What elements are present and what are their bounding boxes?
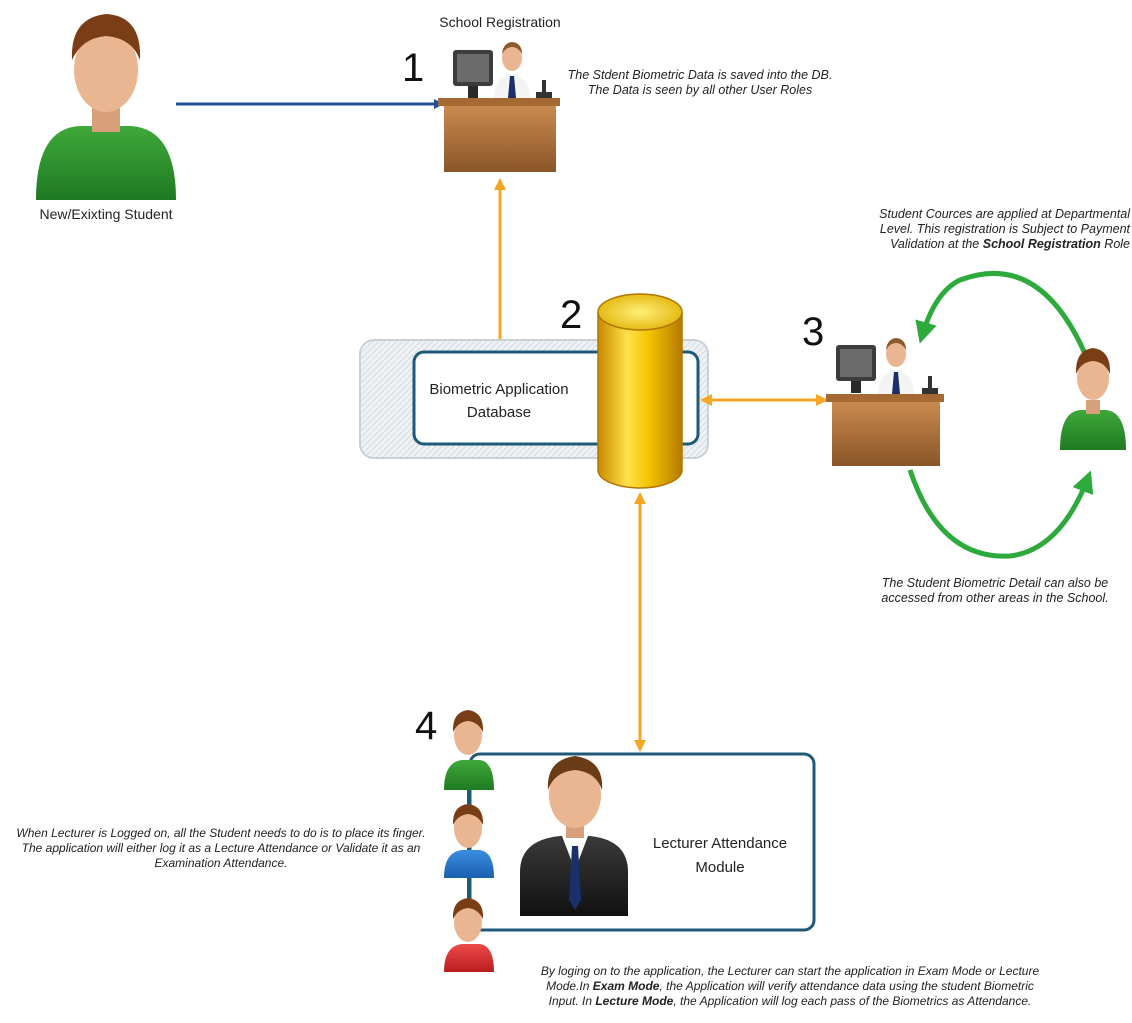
- registration-note-line-2: The Data is seen by all other User Roles: [587, 83, 813, 97]
- database-label-line-2: Database: [466, 404, 532, 421]
- access-note: The Student Biometric Detail can also be…: [860, 576, 1130, 606]
- student-green-figure: [444, 710, 494, 790]
- finger-note: When Lecturer is Logged on, all the Stud…: [4, 826, 438, 871]
- mode-note: By loging on to the application, the Lec…: [490, 964, 1090, 1009]
- department-note-line-2: Level. This registration is Subject to P…: [879, 222, 1130, 236]
- finger-note-line-1: When Lecturer is Logged on, all the Stud…: [16, 826, 426, 840]
- mode-note-line-3: Input. In Lecture Mode, the Application …: [548, 994, 1032, 1008]
- access-note-line-2: accessed from other areas in the School.: [881, 591, 1109, 605]
- department-desk: [826, 338, 944, 466]
- student-blue-figure: [444, 804, 494, 878]
- registration-note: The Stdent Biometric Data is saved into …: [540, 68, 860, 98]
- mode-note-line-1: By loging on to the application, the Lec…: [540, 964, 1040, 978]
- lecturer-module-label-line-2: Module: [695, 859, 745, 876]
- department-note-line-3: Validation at the School Registration Ro…: [890, 237, 1130, 251]
- department-note-line-1: Student Cources are applied at Departmen…: [879, 207, 1130, 221]
- student-figure: [36, 14, 176, 200]
- database-cylinder-icon: [597, 293, 683, 489]
- school-registration-desk: [438, 42, 560, 172]
- student-label: New/Exixting Student: [39, 206, 173, 222]
- cycle-arrow-bottom: [907, 469, 1094, 559]
- cycle-arrow-top: [915, 270, 1089, 357]
- finger-note-line-3: Examination Attendance.: [154, 856, 288, 870]
- mode-note-line-2: Mode.In Exam Mode, the Application will …: [546, 979, 1034, 993]
- database-label: Biometric Application Database: [414, 378, 584, 424]
- department-note: Student Cources are applied at Departmen…: [850, 207, 1130, 252]
- finger-note-line-2: The application will either log it as a …: [21, 841, 421, 855]
- step-number-3: 3: [802, 310, 825, 354]
- department-student-figure: [1060, 348, 1126, 450]
- student-red-figure: [444, 898, 494, 972]
- lecturer-figure: [520, 756, 628, 916]
- step-number-2: 2: [560, 293, 583, 337]
- school-registration-label: School Registration: [439, 14, 561, 30]
- lecturer-module-label: Lecturer Attendance Module: [640, 832, 800, 880]
- database-label-line-1: Biometric Application: [429, 381, 569, 398]
- step-number-4: 4: [415, 704, 438, 748]
- step-number-1: 1: [402, 46, 425, 90]
- registration-note-line-1: The Stdent Biometric Data is saved into …: [567, 68, 833, 82]
- lecturer-module-label-line-1: Lecturer Attendance: [652, 835, 788, 852]
- access-note-line-1: The Student Biometric Detail can also be: [881, 576, 1109, 590]
